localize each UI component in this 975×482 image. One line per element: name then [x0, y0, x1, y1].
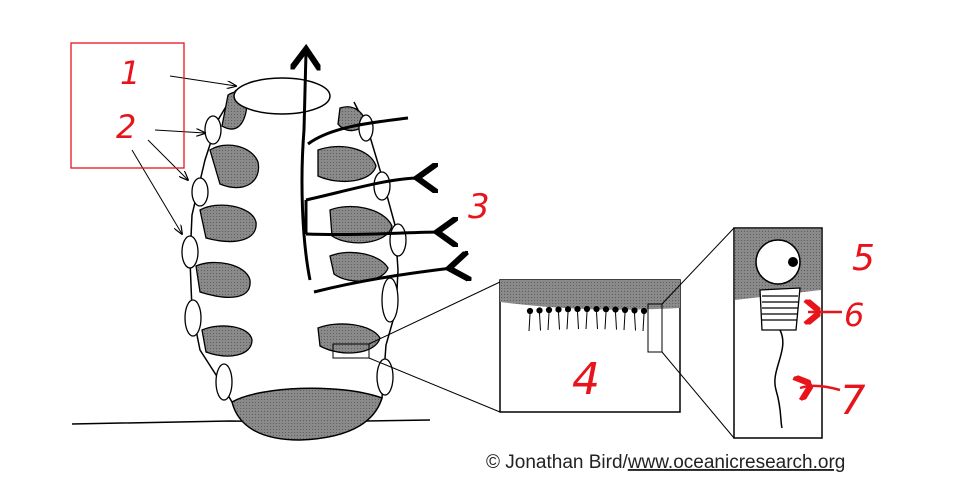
choanocyte-flagellum: [585, 311, 588, 330]
choanocyte-flagellum: [615, 312, 617, 330]
label-3: 3: [468, 187, 490, 227]
choanocyte-dot: [602, 306, 610, 313]
detail-box-small: [332, 343, 370, 359]
choanocyte-flagellum: [577, 312, 579, 330]
choanocyte-flagellum: [623, 312, 626, 331]
choanocyte-dot: [545, 306, 553, 314]
label-6: 6: [844, 296, 864, 334]
choanocyte-flagellum: [528, 313, 531, 332]
choanocyte-dot: [621, 306, 629, 314]
choanocyte-flagellum: [566, 312, 569, 330]
label-4: 4: [572, 354, 600, 405]
choanocyte-dot: [593, 305, 600, 313]
choanocyte-dot: [631, 307, 638, 314]
choanocyte-flagellum: [596, 312, 598, 330]
flagellum: [774, 329, 784, 429]
left-canals: [195, 91, 260, 357]
choanocyte-flagellum: [604, 312, 607, 330]
red-highlight-box: [70, 42, 185, 169]
credit-prefix: © Jonathan Bird/: [486, 452, 629, 473]
choanocyte-flagellum: [558, 312, 560, 330]
choanocyte-dot: [574, 305, 581, 313]
choanocyte-dot: [640, 307, 648, 315]
osculum: [233, 77, 331, 115]
credit-url: www.oceanicresearch.org: [627, 452, 846, 473]
label-5: 5: [852, 238, 875, 279]
label-pointer-arrows: [131, 75, 236, 234]
label-2: 2: [116, 108, 136, 146]
choanocyte-flagellum: [642, 313, 645, 332]
choanocyte-dot: [564, 306, 572, 313]
right-canals: [317, 106, 393, 354]
inset-choanocyte-cell: [733, 227, 823, 439]
choanocyte-dot: [555, 306, 562, 313]
left-ostia: [181, 115, 233, 401]
choanocyte-dot: [536, 307, 543, 314]
choanocyte-dot: [526, 307, 534, 315]
choanocyte-dot: [612, 306, 619, 313]
label-1: 1: [120, 54, 140, 92]
water-flow-arrows: [302, 52, 452, 294]
inset-choanocyte-layer: [499, 279, 681, 413]
sponge-base: [231, 387, 383, 441]
choanocyte-flagellum: [634, 313, 636, 331]
red-pointer-arrows: [800, 312, 842, 390]
choanocyte-dot: [583, 305, 591, 313]
choanocyte-flagellum: [539, 313, 541, 331]
label-7: 7: [840, 378, 866, 424]
credit-text: © Jonathan Bird/www.oceanicresearch.org: [486, 452, 845, 473]
choanocyte-flagellum: [547, 312, 550, 331]
inset-highlight-box: [647, 303, 663, 353]
